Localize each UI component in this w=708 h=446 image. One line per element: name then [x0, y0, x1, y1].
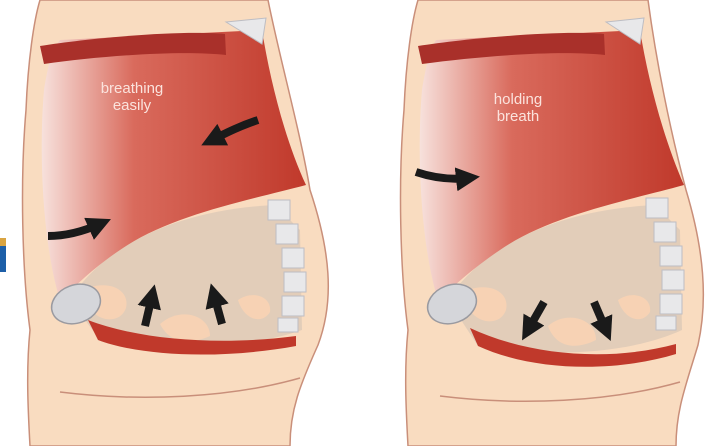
- caption-line: breath: [458, 108, 578, 125]
- caption-line: easily: [72, 97, 192, 114]
- edge-accent: [0, 246, 6, 272]
- caption-breathing-easily: breathing easily: [72, 80, 192, 114]
- caption-holding-breath: holding breath: [458, 91, 578, 125]
- caption-line: breathing: [72, 80, 192, 97]
- caption-line: holding: [458, 91, 578, 108]
- edge-accent-top: [0, 238, 6, 246]
- panel-breathing-easily: [23, 0, 329, 446]
- panel-holding-breath: [401, 0, 704, 446]
